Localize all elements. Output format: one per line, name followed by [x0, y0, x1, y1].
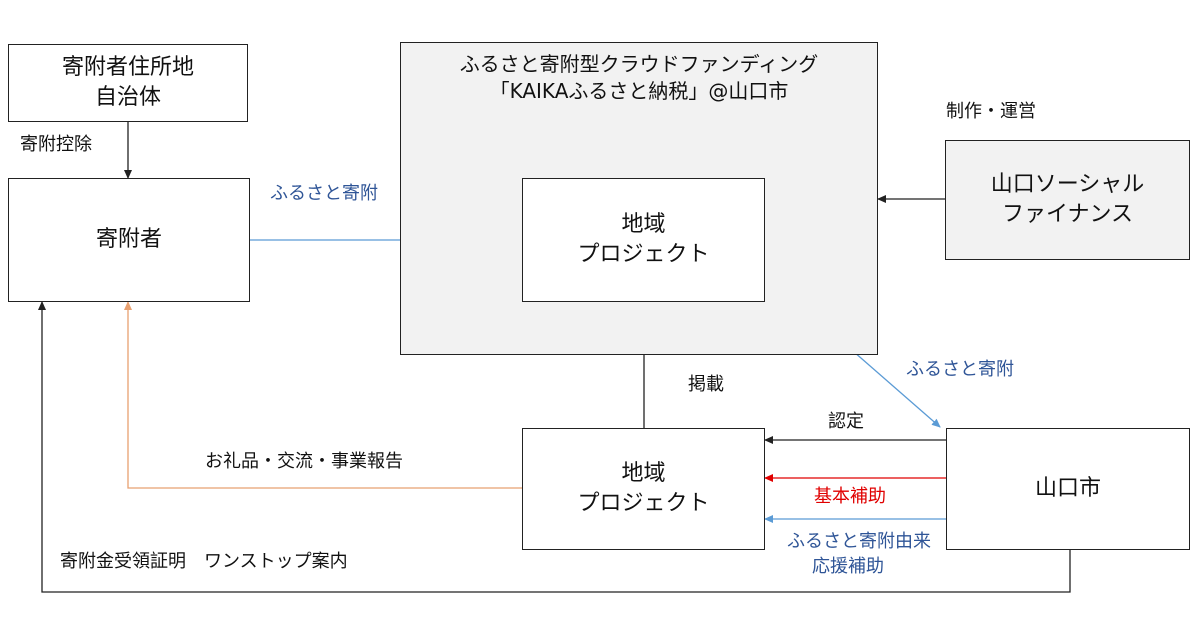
social-finance-line-1: 山口ソーシャル	[990, 172, 1145, 198]
label-receipt: 寄附金受領証明 ワンストップ案内	[60, 551, 348, 572]
label-certification: 認定	[828, 411, 864, 432]
label-gifts: お礼品・交流・事業報告	[205, 451, 403, 472]
donor-residence-line-1: 寄附者住所地	[61, 55, 194, 81]
project-bottom-box: 地域 プロジェクト	[522, 428, 765, 550]
social-finance-box: 山口ソーシャル ファイナンス	[945, 140, 1190, 260]
city-box: 山口市	[946, 428, 1190, 550]
arrow-receipt	[38, 301, 1071, 593]
project-bottom-line-1: 地域	[621, 461, 666, 487]
platform-line-1: ふるさと寄附型クラウドファンディング	[459, 52, 819, 76]
label-listing: 掲載	[688, 374, 724, 395]
label-basic-subsidy: 基本補助	[814, 486, 886, 507]
label-tax-deduction: 寄附控除	[20, 134, 92, 155]
project-top-box: 地域 プロジェクト	[522, 178, 765, 302]
project-bottom-line-2: プロジェクト	[577, 491, 710, 516]
platform-line-2: 「KAIKAふるさと納税」@山口市	[489, 79, 789, 103]
arrow-gifts	[124, 301, 522, 489]
label-support-subsidy-1: ふるさと寄附由来	[787, 531, 931, 552]
label-donation-project: ふるさと寄附	[270, 183, 378, 204]
donor-residence-box: 寄附者住所地 自治体	[8, 44, 248, 122]
city-label: 山口市	[1034, 476, 1101, 502]
label-support-subsidy-2: 応援補助	[812, 556, 884, 577]
label-production-operation: 制作・運営	[946, 101, 1036, 122]
social-finance-line-2: ファイナンス	[1001, 202, 1134, 227]
donor-box: 寄附者	[8, 178, 250, 302]
donor-label: 寄附者	[95, 227, 162, 253]
project-top-line-1: 地域	[621, 212, 666, 238]
label-donation-city: ふるさと寄附	[906, 359, 1014, 380]
project-top-line-2: プロジェクト	[577, 242, 710, 267]
donor-residence-line-2: 自治体	[94, 85, 161, 110]
